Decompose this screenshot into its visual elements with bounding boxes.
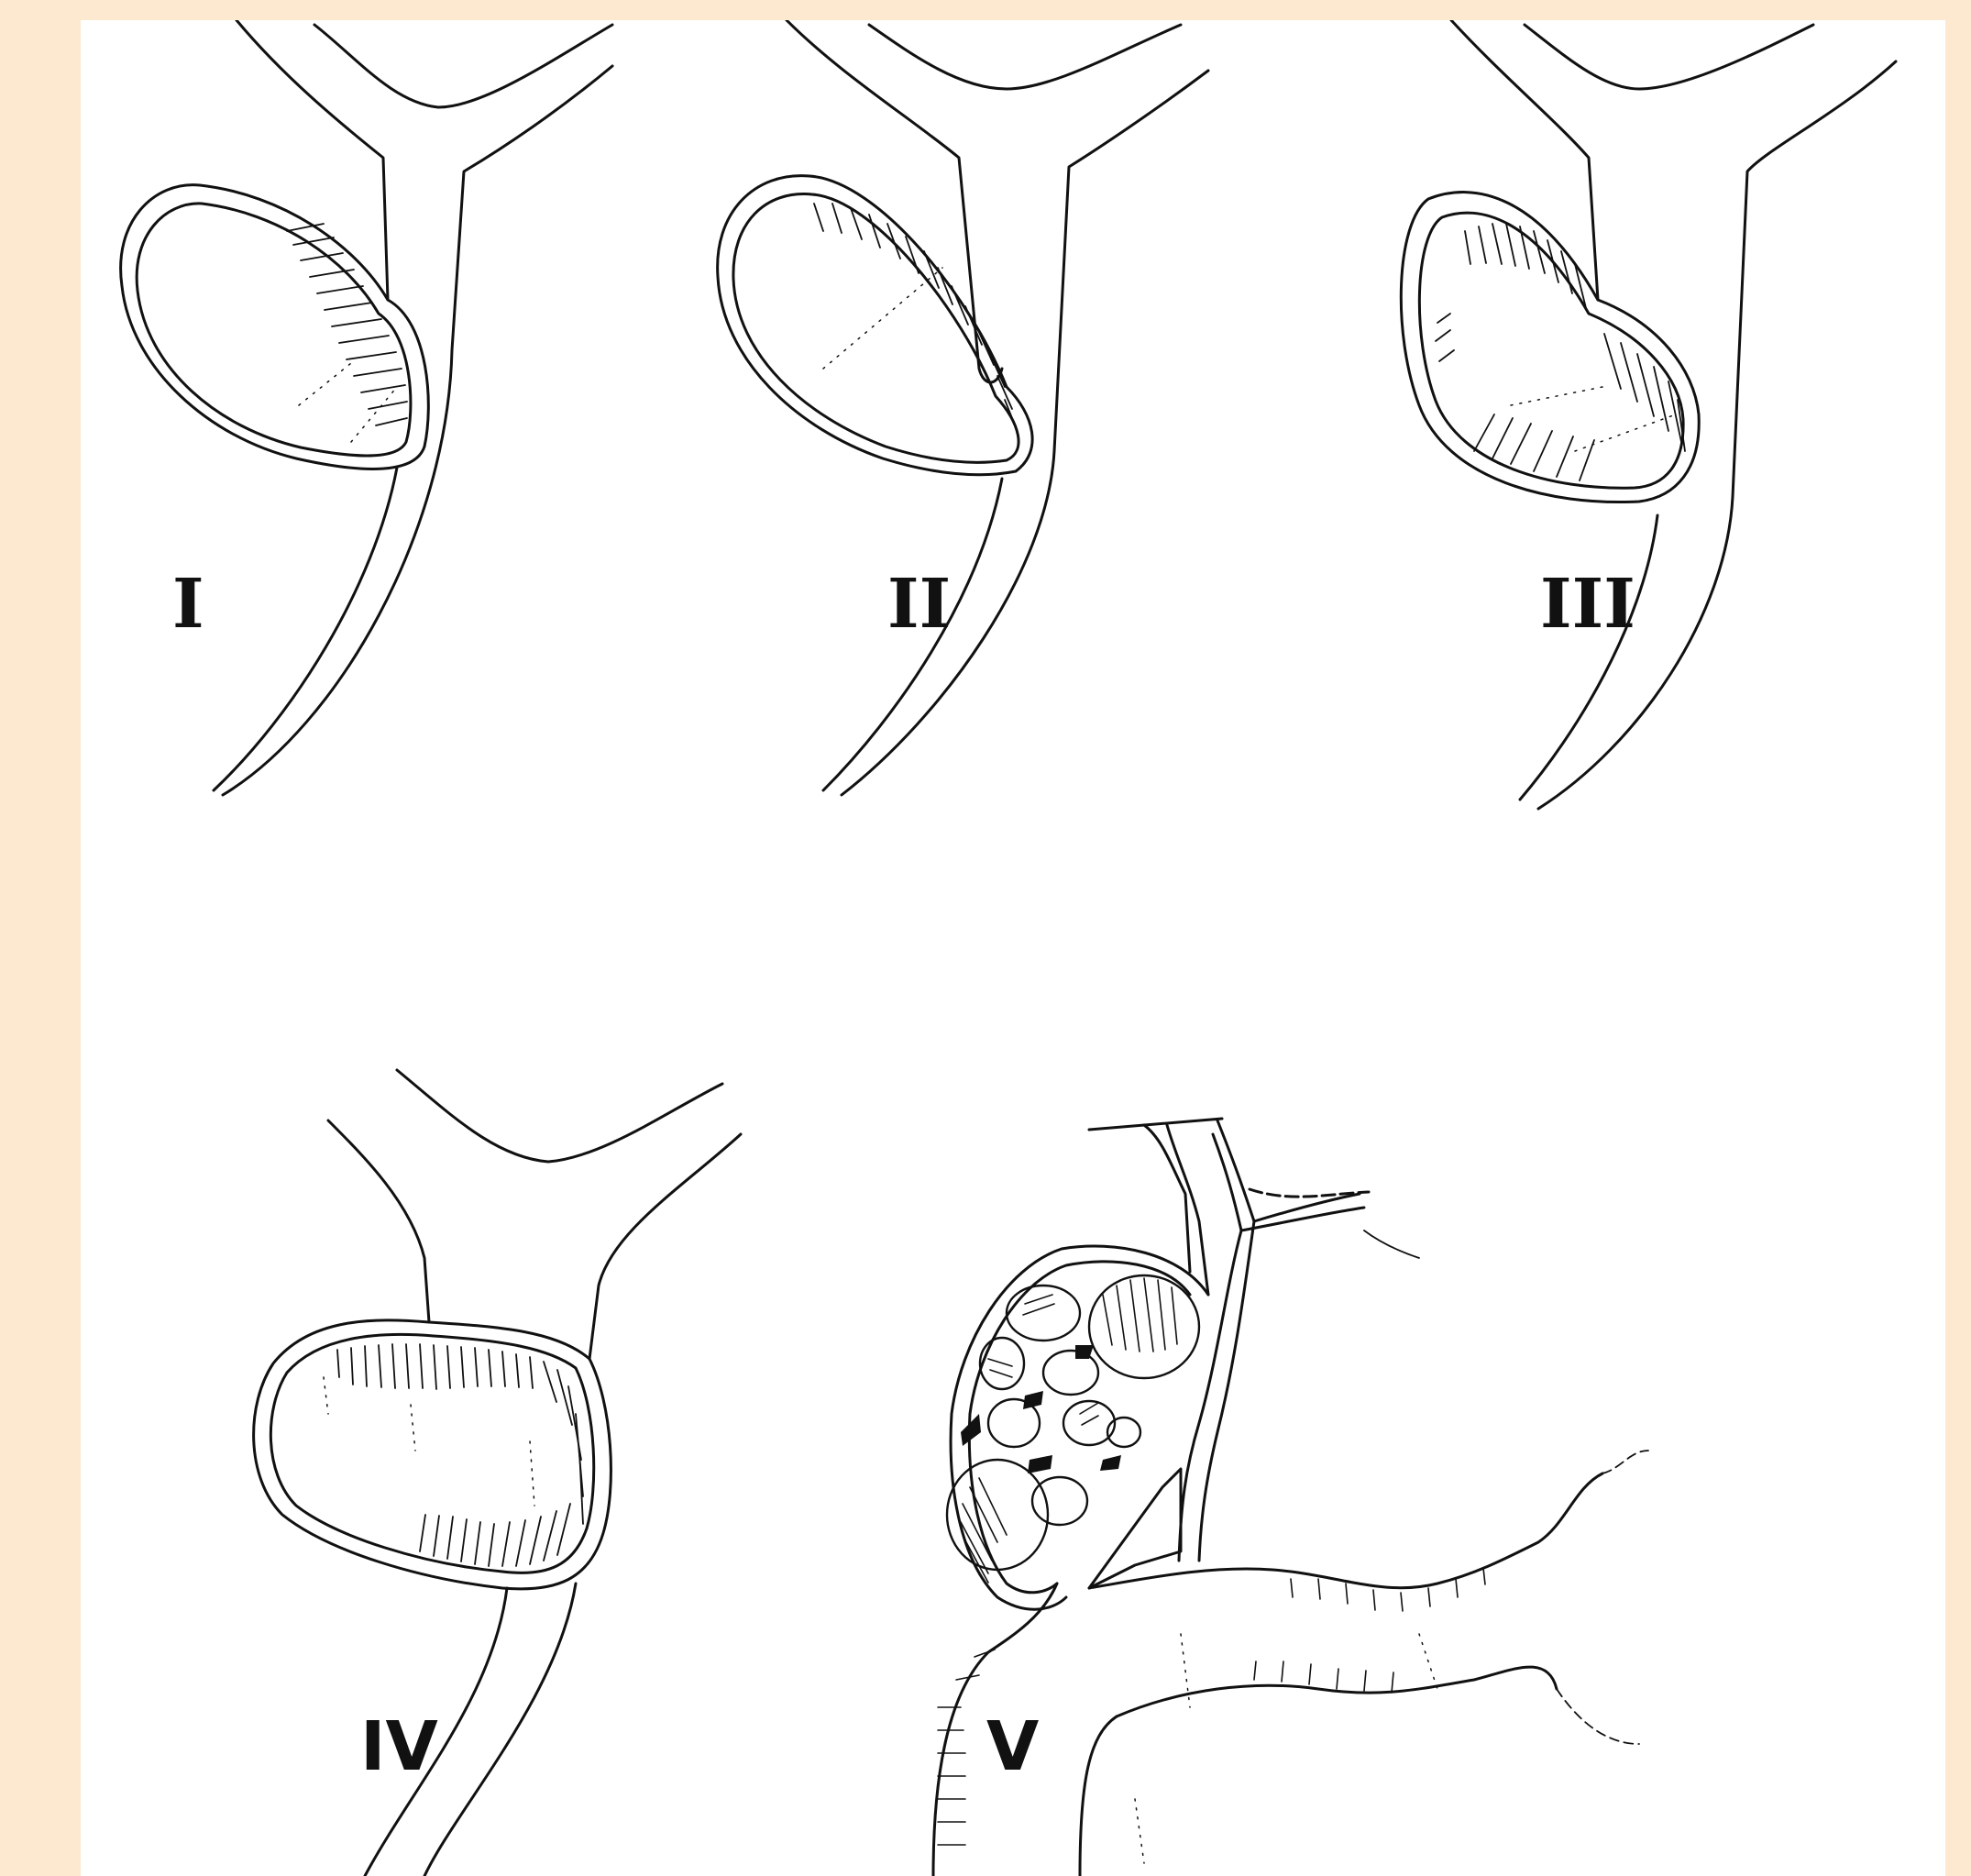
right-hepatic-duct [589,1134,741,1359]
panel-type-ii: II [704,20,1309,827]
wedge-overlay [1089,1469,1181,1588]
choledochocele-outer-wall [1401,193,1699,502]
cyst-hatching [337,1344,583,1566]
cyst-stipple [324,1377,534,1506]
duodenum-lower-wall [1117,1667,1557,1716]
panel-type-v: V [906,1084,1945,1876]
left-hepatic-duct [328,1120,429,1322]
duodenal-stipple [1135,1634,1437,1863]
hepatic-duct-right-outer [1217,1120,1360,1221]
duodenum-upper-wall [1089,1473,1602,1588]
type-iii-drawing [1364,20,1945,827]
left-hepatic-duct [787,20,1002,382]
diverticulum-outer-wall [718,176,1032,475]
type-i-drawing [81,20,631,827]
panel-type-i: I [81,20,631,827]
right-hepatic-duct [452,66,612,350]
duct-top-edge [1089,1119,1222,1130]
pancreatic-margin [1557,1451,1648,1744]
panel-type-iv: IV [227,1056,869,1876]
cyst-outer-wall [254,1320,611,1589]
stone-hatching [961,1278,1177,1583]
common-bile-duct-left-wall [214,468,397,790]
diverticulum-stipple [823,268,942,369]
type-iv-label: IV [360,1713,438,1781]
panel-type-iii: III [1364,20,1945,827]
right-hepatic-duct [1054,71,1208,451]
type-v-drawing [906,1084,1945,1876]
hepatic-duct-right-inner [1213,1134,1364,1230]
type-iii-label: III [1540,570,1635,638]
hepatic-confluence [314,25,612,107]
hepatic-confluence [397,1070,722,1162]
hepatic-duct-left [1144,1125,1190,1272]
choledochal-cyst-inner-wall [137,204,411,456]
stone [1007,1286,1080,1341]
common-bile-duct-left-wall [1520,515,1657,800]
figure-canvas: I II [81,20,1945,1876]
liver-edge [1364,1230,1419,1258]
duodenum-inner-wall [1080,1716,1117,1876]
stone [1043,1351,1098,1395]
type-v-label: V [986,1713,1039,1781]
right-hepatic-duct [1733,61,1896,497]
hepatic-confluence [1525,25,1813,89]
diverticulum-hatching [814,204,1016,427]
choledochal-cyst-outer-wall [121,185,429,469]
common-bile-duct-left-wall [1179,1230,1241,1561]
type-i-label: I [172,570,204,638]
hepatic-confluence [869,25,1181,89]
duodenal-folds [938,1568,1485,1845]
type-ii-drawing [704,20,1309,827]
stone [1089,1275,1199,1378]
type-iv-drawing [227,1056,869,1876]
common-bile-duct-right-wall [1538,497,1733,809]
common-bile-duct-right-wall [223,350,452,795]
type-ii-label: II [887,570,951,638]
